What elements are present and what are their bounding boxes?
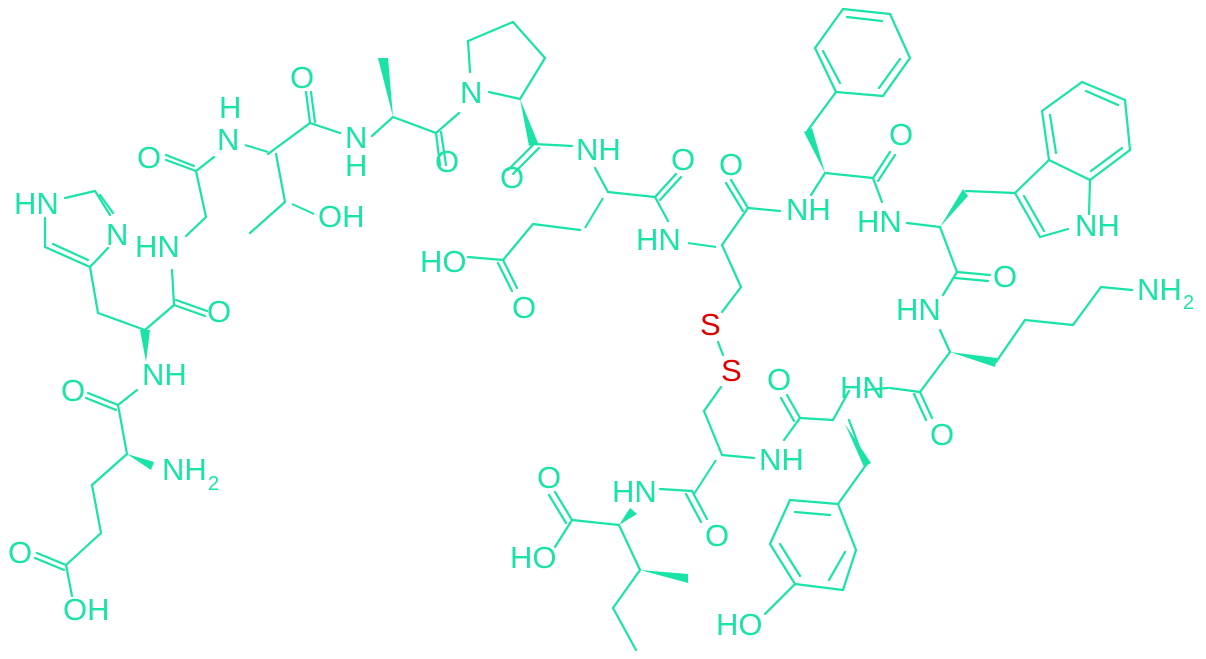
atom-label: HN [857,204,902,239]
atom-label: NH [786,192,831,227]
atom-label: O [767,362,791,397]
atom-labels: HN N HN O O N H O N H OH O N O NH O O HN… [8,60,1194,642]
atom-label: O [137,140,161,175]
atom-label: N [217,122,239,157]
atom-label: O [8,535,32,570]
sulfur-atom-label: S [721,353,742,388]
atom-label: NH [576,132,621,167]
subscript-label: 2 [208,473,219,495]
atom-label: O [512,290,536,325]
atom-label: HN [636,222,681,257]
atom-label: NH [162,452,207,487]
bonds [33,7,1134,652]
atom-label: HO [716,607,763,642]
atom-label: H [219,90,241,125]
atom-label: O [500,160,524,195]
atom-label: N [106,217,128,252]
atom-label: O [435,144,459,179]
atom-label: O [993,259,1017,294]
atom-label: N [345,120,367,155]
atom-label: OH [318,199,365,234]
atom-label: NH [1137,272,1182,307]
atom-label: O [537,460,561,495]
atom-label: HN [840,370,885,405]
atom-label: H [345,148,367,183]
atom-label: NH [142,357,187,392]
atom-label: O [290,60,314,95]
subscript-label: 2 [1183,292,1194,314]
atom-label: O [671,142,695,177]
atom-label: O [705,518,729,553]
atom-label: HN [14,186,59,221]
atom-label: OH [63,592,110,627]
atom-label: N [460,75,482,110]
atom-label: O [930,417,954,452]
atom-label: HN [135,229,180,264]
atom-label: HO [510,540,557,575]
atom-label: O [889,117,913,152]
atom-label: O [719,147,743,182]
atom-label: O [207,294,231,329]
atom-label: NH [1075,208,1120,243]
sulfur-atom-label: S [700,307,721,342]
atom-label: HN [612,474,657,509]
atom-label: NH [759,442,804,477]
atom-label: HO [420,244,467,279]
atom-label: HN [896,292,941,327]
atom-label: O [61,373,85,408]
